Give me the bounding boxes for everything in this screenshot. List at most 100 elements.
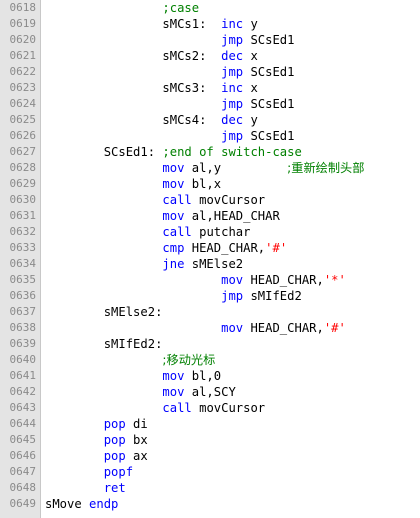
code-keyword: jmp: [221, 97, 244, 111]
line-number: 0642: [9, 385, 37, 398]
code-token: di: [125, 417, 148, 431]
code-token: SCsEd1:: [103, 145, 163, 159]
code-text: ;移动光标: [45, 352, 215, 368]
code-line[interactable]: 0636 jmp sMIfEd2: [0, 288, 420, 304]
code-token: bx: [125, 433, 148, 447]
code-line[interactable]: 0622 jmp SCsEd1: [0, 64, 420, 80]
code-line[interactable]: 0630 call movCursor: [0, 192, 420, 208]
line-number: 0640: [9, 353, 37, 366]
line-number: 0620: [9, 33, 37, 46]
code-keyword: cmp: [162, 241, 185, 255]
code-line[interactable]: 0624 jmp SCsEd1: [0, 96, 420, 112]
code-comment: ;移动光标: [162, 353, 216, 367]
code-text: SCsEd1: ;end of switch-case: [45, 144, 302, 160]
code-text: cmp HEAD_CHAR,'#': [45, 240, 287, 256]
code-line[interactable]: 0638 mov HEAD_CHAR,'#': [0, 320, 420, 336]
code-line[interactable]: 0647 popf: [0, 464, 420, 480]
code-token: al,y: [184, 161, 288, 175]
code-token: movCursor: [191, 193, 266, 207]
code-line[interactable]: 0623 sMCs3: inc x: [0, 80, 420, 96]
code-keyword: mov: [162, 385, 185, 399]
code-text: pop di: [45, 416, 148, 432]
code-text: mov al,HEAD_CHAR: [45, 208, 280, 224]
code-line[interactable]: 0644 pop di: [0, 416, 420, 432]
code-text: pop bx: [45, 432, 148, 448]
code-line[interactable]: 0634 jne sMElse2: [0, 256, 420, 272]
line-number: 0647: [9, 465, 37, 478]
line-number: 0635: [9, 273, 37, 286]
code-keyword: call: [162, 225, 192, 239]
code-keyword: jmp: [221, 65, 244, 79]
code-line[interactable]: 0632 call putchar: [0, 224, 420, 240]
line-number: 0639: [9, 337, 37, 350]
line-number: 0626: [9, 129, 37, 142]
code-token: y: [243, 113, 258, 127]
line-number: 0643: [9, 401, 37, 414]
line-number: 0649: [9, 497, 37, 510]
code-token: sMElse2:: [103, 305, 163, 319]
code-line[interactable]: 0625 sMCs4: dec y: [0, 112, 420, 128]
code-line[interactable]: 0627 SCsEd1: ;end of switch-case: [0, 144, 420, 160]
code-keyword: call: [162, 401, 192, 415]
code-line[interactable]: 0618 ;case: [0, 0, 420, 16]
line-number: 0638: [9, 321, 37, 334]
code-comment: ;重新绘制头部: [287, 161, 365, 175]
code-line[interactable]: 0646 pop ax: [0, 448, 420, 464]
code-token: HEAD_CHAR,: [243, 273, 324, 287]
line-number: 0629: [9, 177, 37, 190]
code-line[interactable]: 0637 sMElse2:: [0, 304, 420, 320]
code-text: jne sMElse2: [45, 256, 243, 272]
code-text: mov bl,0: [45, 368, 221, 384]
code-keyword: mov: [221, 321, 244, 335]
code-text: mov HEAD_CHAR,'*': [45, 272, 346, 288]
line-number: 0636: [9, 289, 37, 302]
code-text: jmp SCsEd1: [45, 96, 294, 112]
code-line[interactable]: 0640 ;移动光标: [0, 352, 420, 368]
code-keyword: mov: [162, 161, 185, 175]
code-token: al,HEAD_CHAR: [184, 209, 280, 223]
code-line[interactable]: 0619 sMCs1: inc y: [0, 16, 420, 32]
code-keyword: mov: [162, 209, 185, 223]
line-number: 0623: [9, 81, 37, 94]
code-line[interactable]: 0643 call movCursor: [0, 400, 420, 416]
code-text: sMElse2:: [45, 304, 163, 320]
code-line[interactable]: 0629 mov bl,x: [0, 176, 420, 192]
code-keyword: mov: [162, 369, 185, 383]
code-keyword: dec: [221, 113, 244, 127]
code-token: al,SCY: [184, 385, 236, 399]
line-number: 0624: [9, 97, 37, 110]
code-line[interactable]: 0641 mov bl,0: [0, 368, 420, 384]
code-token: movCursor: [191, 401, 266, 415]
code-token: bl,x: [184, 177, 222, 191]
code-line[interactable]: 0645 pop bx: [0, 432, 420, 448]
code-line[interactable]: 0639 sMIfEd2:: [0, 336, 420, 352]
line-number: 0622: [9, 65, 37, 78]
code-keyword: pop: [103, 417, 126, 431]
line-number: 0637: [9, 305, 37, 318]
line-number: 0644: [9, 417, 37, 430]
code-line[interactable]: 0635 mov HEAD_CHAR,'*': [0, 272, 420, 288]
code-token: SCsEd1: [243, 65, 295, 79]
code-line[interactable]: 0642 mov al,SCY: [0, 384, 420, 400]
code-token: putchar: [191, 225, 251, 239]
code-line[interactable]: 0626 jmp SCsEd1: [0, 128, 420, 144]
code-line[interactable]: 0633 cmp HEAD_CHAR,'#': [0, 240, 420, 256]
code-string: '*': [323, 273, 346, 287]
code-line[interactable]: 0631 mov al,HEAD_CHAR: [0, 208, 420, 224]
line-number: 0634: [9, 257, 37, 270]
code-line[interactable]: 0620 jmp SCsEd1: [0, 32, 420, 48]
code-string: '#': [265, 241, 288, 255]
line-number: 0619: [9, 17, 37, 30]
code-text: jmp SCsEd1: [45, 128, 294, 144]
code-token: sMCs4:: [162, 113, 222, 127]
line-number: 0625: [9, 113, 37, 126]
code-keyword: popf: [103, 465, 134, 479]
code-line[interactable]: 0621 sMCs2: dec x: [0, 48, 420, 64]
code-line[interactable]: 0648 ret: [0, 480, 420, 496]
code-token: sMIfEd2: [243, 289, 302, 303]
code-text: mov al,SCY: [45, 384, 236, 400]
code-line[interactable]: 0628 mov al,y ;重新绘制头部: [0, 160, 420, 176]
